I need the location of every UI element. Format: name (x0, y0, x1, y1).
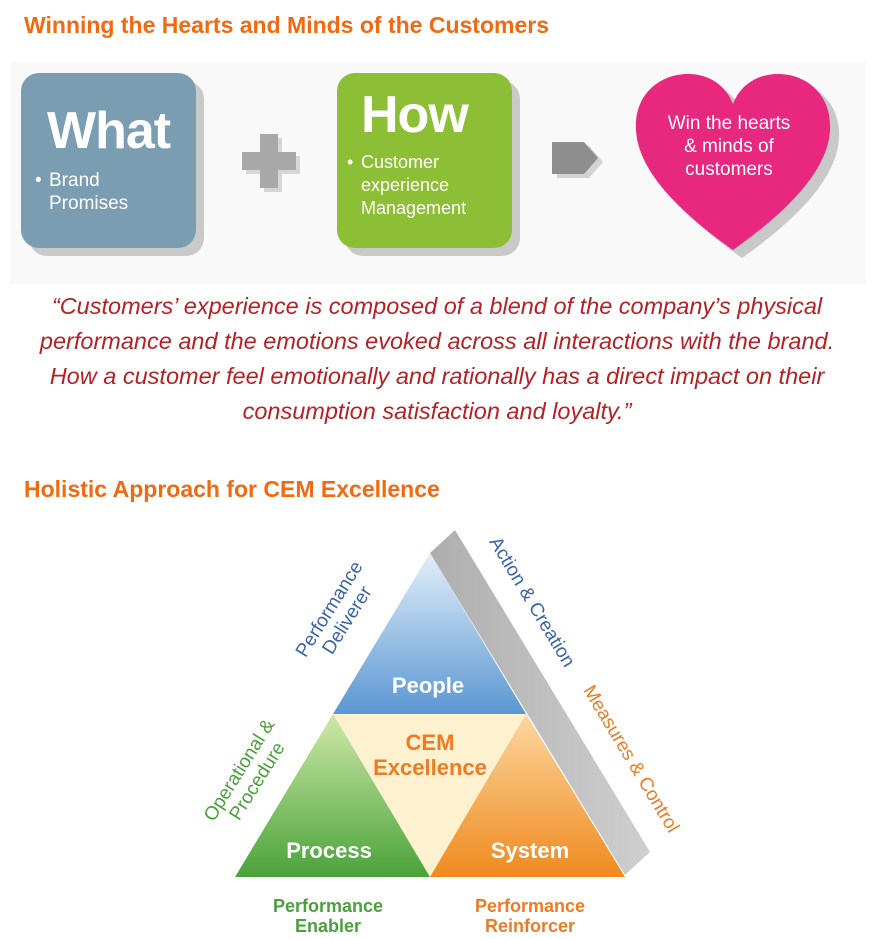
how-bullet-line: experience (361, 175, 450, 195)
below-right-line: Reinforcer (485, 916, 575, 936)
how-bullet-line: Management (361, 198, 467, 218)
quote-text: “Customers’ experience is composed of a … (39, 293, 835, 424)
how-bullet-line: Customer (361, 152, 440, 172)
how-card-bullet: • Customer experience Management (347, 151, 466, 220)
pyramid-center-line: Excellence (373, 755, 487, 780)
below-right-line: Performance (475, 896, 585, 916)
pyramid-bottom-left-label: Process (286, 838, 372, 863)
below-left-line: Performance (273, 896, 383, 916)
heart-line: & minds of (684, 136, 774, 157)
pyramid-system-segment (430, 714, 625, 877)
pyramid-people-segment (333, 553, 526, 714)
section-title: Holistic Approach for CEM Excellence (24, 476, 440, 502)
how-card: How • Customer experience Management (337, 73, 512, 248)
arrow-right-icon (552, 142, 603, 178)
page-title: Winning the Hearts and Minds of the Cust… (24, 12, 549, 38)
plus-icon (242, 134, 300, 192)
side-bar (430, 530, 650, 875)
heart-icon (635, 74, 840, 258)
what-card: What • Brand Promises (21, 73, 196, 248)
what-bullet-line: Brand (49, 170, 100, 191)
heart-line: customers (685, 159, 773, 180)
what-card-bullet: • Brand Promises (35, 169, 128, 215)
pyramid-top-label: People (392, 673, 464, 698)
below-left-line: Enabler (295, 916, 361, 936)
pyramid-process-segment (235, 714, 430, 877)
how-card-title: How (361, 86, 469, 144)
bullet-icon: • (347, 152, 354, 172)
pyramid-center-segment (333, 714, 526, 877)
bullet-icon: • (35, 170, 42, 191)
pyramid-bottom-right-label: System (491, 838, 569, 863)
what-card-title: What (47, 102, 171, 160)
pyramid-center-line: CEM (406, 730, 455, 755)
heart-label: Win the hearts & minds of customers (640, 112, 818, 181)
heart-line: Win the hearts (667, 113, 791, 134)
what-bullet-line: Promises (49, 193, 129, 214)
